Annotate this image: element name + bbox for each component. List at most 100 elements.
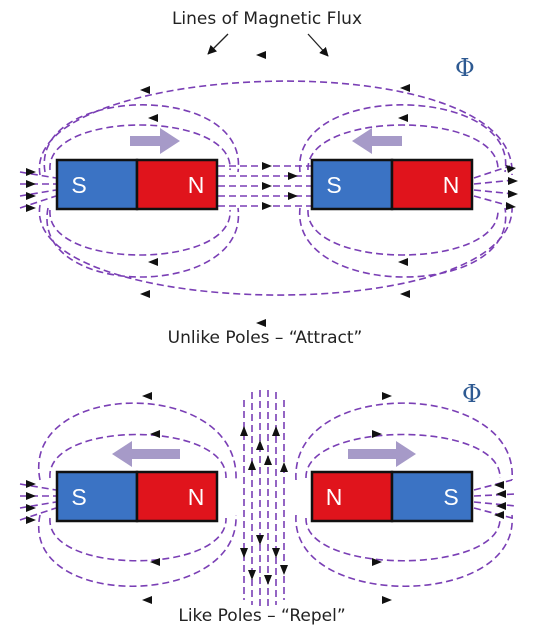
top-caption: Unlike Poles – “Attract” [168, 328, 363, 348]
field-line [46, 207, 239, 278]
flux-arrowhead [26, 516, 36, 524]
field-line [37, 514, 237, 587]
flux-arrowhead [26, 480, 36, 488]
flux-arrowhead [508, 190, 518, 198]
figure-title: Lines of Magnetic Flux [172, 9, 362, 29]
pole-label: S [326, 172, 341, 198]
flux-arrowhead [372, 430, 382, 438]
pole-label: S [71, 484, 86, 510]
field-line [19, 483, 57, 491]
field-line [295, 514, 513, 587]
top-direction-arrows [26, 51, 518, 327]
field-line [299, 207, 507, 278]
title-pointer-left [207, 33, 229, 55]
field-line [473, 195, 511, 207]
flux-arrowhead [248, 460, 256, 470]
pole-label: S [443, 484, 458, 510]
flux-arrowhead [142, 596, 152, 604]
flux-arrowhead [262, 162, 272, 170]
flux-arrowhead [272, 548, 280, 558]
south-pole [310, 158, 394, 211]
title-pointer-right [307, 33, 329, 57]
pole-label: N [188, 172, 205, 198]
field-line [473, 507, 513, 519]
flux-arrowhead [400, 290, 410, 298]
flux-arrowhead [26, 504, 36, 512]
field-line [19, 501, 57, 509]
flux-arrowhead [372, 558, 382, 566]
flux-arrowhead [398, 114, 408, 122]
flux-arrowhead [26, 192, 36, 200]
flux-arrowhead [256, 535, 264, 545]
flux-arrowhead [256, 51, 266, 59]
flux-arrowhead [150, 430, 160, 438]
field-line [37, 402, 237, 481]
field-line [305, 433, 501, 479]
flux-symbol-bottom: Φ [462, 380, 482, 408]
top-magnet-right: S N [310, 158, 474, 211]
field-line [473, 479, 513, 491]
field-line [43, 104, 239, 173]
field-line [49, 517, 227, 562]
bottom-magnet-right: N S [310, 470, 474, 523]
field-line [49, 124, 231, 171]
north-pole [390, 158, 474, 211]
flux-arrowhead [398, 258, 408, 266]
flux-arrowhead [508, 177, 518, 185]
bottom-magnet-left: S N [55, 470, 219, 523]
field-line [49, 433, 227, 479]
flux-arrowhead [506, 165, 516, 173]
top-force-arrow-right [352, 128, 402, 154]
flux-arrowhead [150, 558, 160, 566]
flux-arrowhead [280, 565, 288, 575]
south-pole [55, 158, 139, 211]
flux-arrowhead [280, 462, 288, 472]
flux-arrowhead [496, 490, 506, 498]
flux-arrowhead [140, 290, 150, 298]
north-pole [135, 470, 219, 523]
flux-arrowhead [272, 426, 280, 436]
field-line [19, 171, 57, 179]
flux-arrowhead [400, 84, 410, 92]
pole-label: N [326, 484, 343, 510]
bottom-direction-arrows [26, 392, 506, 604]
flux-arrowhead [240, 426, 248, 436]
pole-label: N [188, 484, 205, 510]
field-line [307, 209, 499, 256]
flux-arrowhead [148, 258, 158, 266]
flux-arrowhead [382, 596, 392, 604]
flux-arrowhead [288, 172, 298, 180]
flux-arrowhead [248, 570, 256, 580]
field-line [49, 209, 231, 256]
flux-arrowhead [256, 319, 266, 327]
field-line [19, 189, 57, 197]
south-pole [55, 470, 139, 523]
flux-arrowhead [26, 168, 36, 176]
north-pole [135, 158, 219, 211]
field-line [307, 124, 499, 171]
flux-arrowhead [506, 202, 516, 210]
field-line [473, 165, 511, 179]
flux-arrowhead [288, 192, 298, 200]
field-line [295, 402, 513, 481]
top-magnet-left: S N [55, 158, 219, 211]
flux-arrowhead [26, 204, 36, 212]
field-line [39, 80, 513, 176]
flux-arrowhead [382, 392, 392, 400]
flux-arrowhead [494, 511, 504, 519]
flux-arrowhead [262, 182, 272, 190]
flux-arrowhead [264, 575, 272, 585]
field-line [473, 189, 515, 195]
flux-arrowhead [256, 440, 264, 450]
flux-arrowhead [26, 492, 36, 500]
bottom-caption: Like Poles – “Repel” [178, 606, 345, 625]
field-line [19, 195, 57, 209]
field-line [473, 493, 517, 497]
flux-arrowhead [494, 481, 504, 489]
field-line [299, 104, 507, 173]
flux-arrowhead [140, 86, 150, 94]
north-pole [310, 470, 394, 523]
flux-arrowhead [262, 202, 272, 210]
field-line [473, 501, 517, 507]
